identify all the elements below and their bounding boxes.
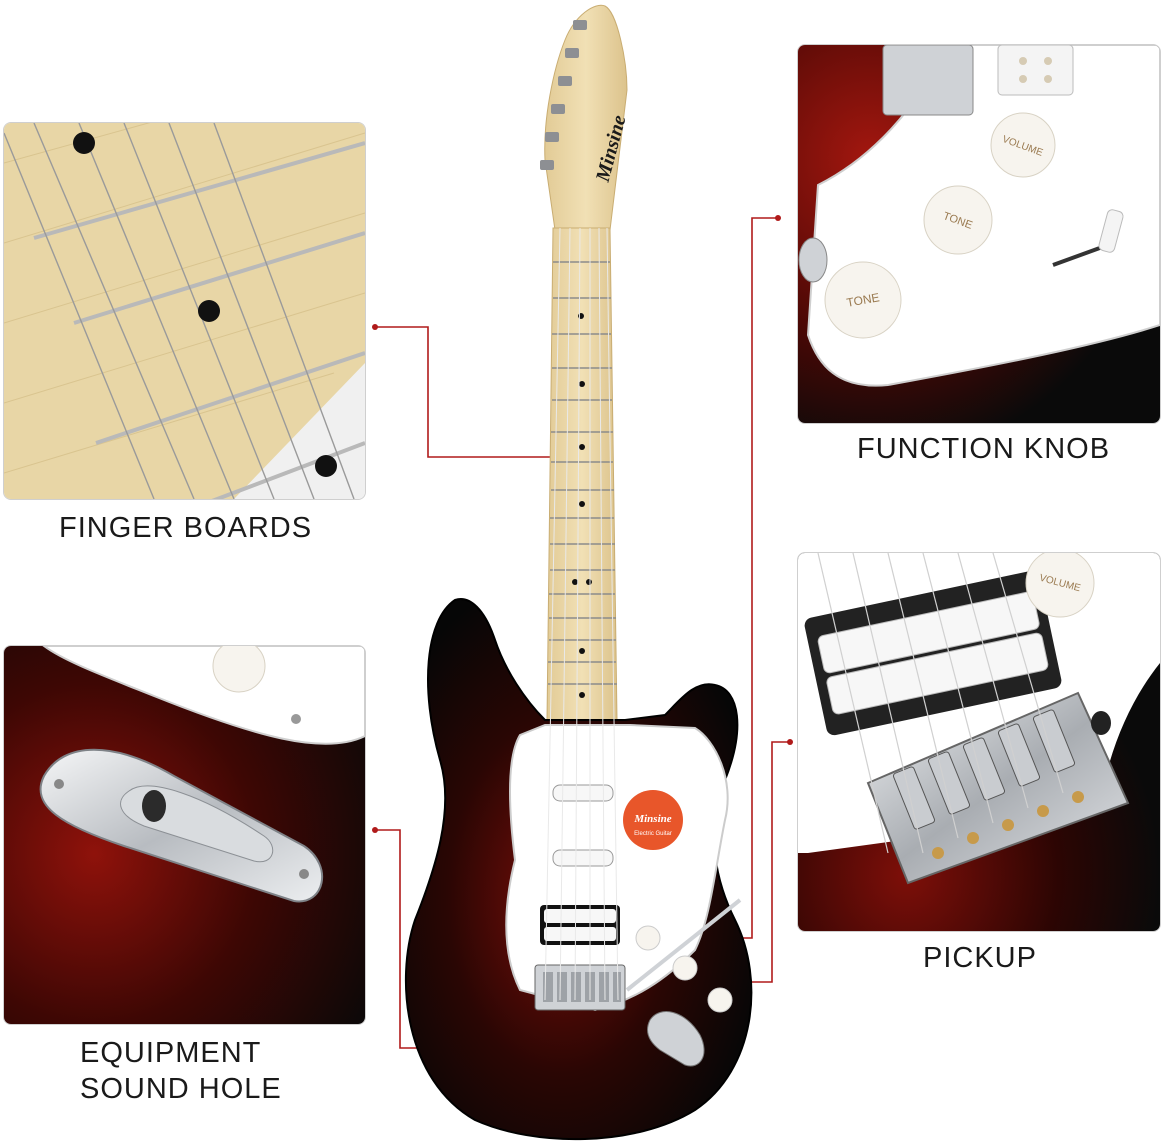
humbucker-pickup bbox=[804, 570, 1062, 736]
pickup-closeup-image: VOLUME bbox=[798, 553, 1160, 931]
fingerboard-closeup-panel bbox=[3, 122, 366, 500]
function-knob-closeup-panel: VOLUME TONE TONE bbox=[797, 44, 1161, 424]
tone-knob: TONE bbox=[923, 185, 993, 255]
fret-marker-dot bbox=[198, 300, 220, 322]
single-coil-pickups bbox=[552, 784, 614, 867]
guitar-image: Minsine bbox=[404, 4, 753, 1141]
callout-dot bbox=[775, 215, 781, 221]
volume-knob: VOLUME bbox=[1025, 553, 1095, 618]
control-knobs bbox=[635, 925, 733, 1013]
tremolo-bridge bbox=[534, 964, 626, 1011]
guitar-neck bbox=[546, 227, 618, 721]
headstock: Minsine bbox=[540, 4, 631, 231]
function-knob-closeup-image: VOLUME TONE TONE bbox=[798, 45, 1160, 423]
output-jack-plate bbox=[647, 1011, 705, 1067]
fret-marker-dot bbox=[73, 132, 95, 154]
humbucker-pickup bbox=[540, 905, 620, 945]
tone-knob: TONE bbox=[824, 261, 902, 339]
svg-text:Electric Guitar: Electric Guitar bbox=[634, 831, 672, 837]
fingerboard-closeup-image bbox=[4, 123, 365, 499]
pickup-closeup-panel: VOLUME bbox=[797, 552, 1161, 932]
tremolo-arm bbox=[625, 898, 742, 992]
svg-text:TONE: TONE bbox=[845, 290, 880, 310]
fret-marker-dot bbox=[315, 455, 337, 477]
callout-dot bbox=[372, 324, 378, 330]
caption-equipment-sound-hole: EQUIPMENT SOUND HOLE bbox=[80, 1037, 282, 1105]
caption-finger-boards: FINGER BOARDS bbox=[59, 512, 313, 544]
callout-dot bbox=[372, 827, 378, 833]
volume-knob: VOLUME bbox=[990, 112, 1056, 178]
callout-dot bbox=[787, 739, 793, 745]
output-jack-closeup-panel bbox=[3, 645, 366, 1025]
output-jack-plate bbox=[39, 748, 323, 903]
guitar-strings bbox=[544, 227, 619, 1001]
svg-text:Minsine: Minsine bbox=[633, 813, 671, 825]
output-jack-closeup-image bbox=[4, 646, 365, 1024]
caption-function-knob: FUNCTION KNOB bbox=[857, 433, 1111, 465]
caption-pickup: PICKUP bbox=[923, 942, 1037, 974]
pickup-selector-switch bbox=[1052, 209, 1124, 267]
brand-sticker: Minsine Electric Guitar bbox=[623, 790, 683, 850]
